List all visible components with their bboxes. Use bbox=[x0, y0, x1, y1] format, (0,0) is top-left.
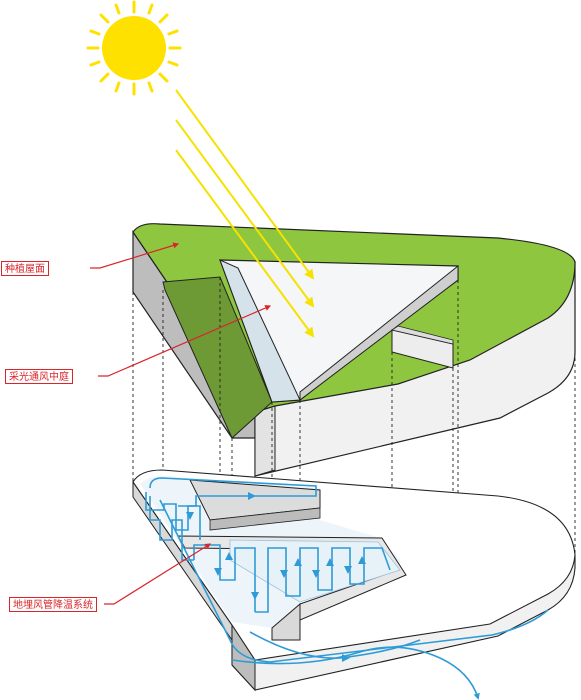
sun-ray-arrow-icon bbox=[175, 89, 315, 338]
sun-icon bbox=[86, 0, 182, 96]
external-airflow-line bbox=[231, 646, 480, 700]
label-earth-air-system: 地埋风管降温系统 bbox=[9, 597, 97, 612]
air-duct-loop bbox=[145, 477, 549, 663]
green-roof-building bbox=[132, 223, 576, 477]
airflow-arrow-icon bbox=[186, 492, 366, 662]
label-green-roof: 种植屋面 bbox=[1, 261, 49, 276]
label-light-courtyard: 采光通风中庭 bbox=[5, 369, 73, 384]
callout-leaders bbox=[90, 242, 272, 605]
